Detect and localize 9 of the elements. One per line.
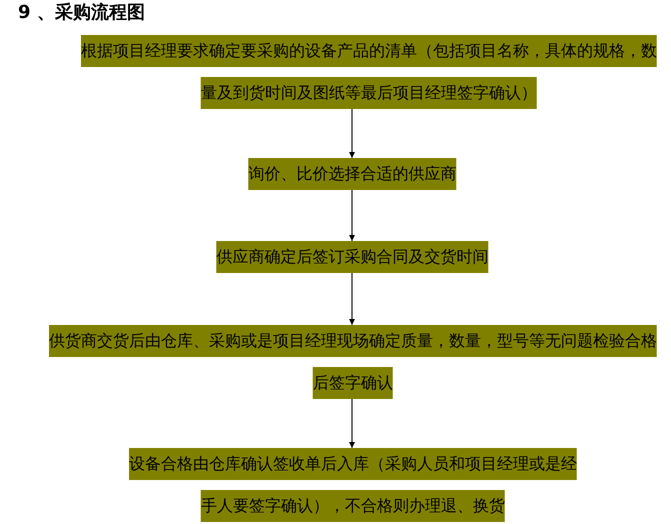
highlighted-step: 根据项目经理要求确定要采购的设备产品的清单（包括项目名称，具体的规格，数量及到货时间及图纸等最后项目经理签字确认） [80,35,657,109]
highlighted-step: 供货商交货后由仓库、采购或是项目经理现场确定质量，数量，型号等无问题检验合格后签字确认 [48,325,657,399]
arrow [349,272,355,326]
highlighted-step: 询价、比价选择合适的供应商 [248,158,456,190]
arrow [349,190,355,242]
arrow [349,108,355,158]
highlighted-step: 供应商确定后签订采购合同及交货时间 [216,241,488,273]
title: 9 、采购流程图 [18,2,145,24]
arrow [349,398,355,448]
